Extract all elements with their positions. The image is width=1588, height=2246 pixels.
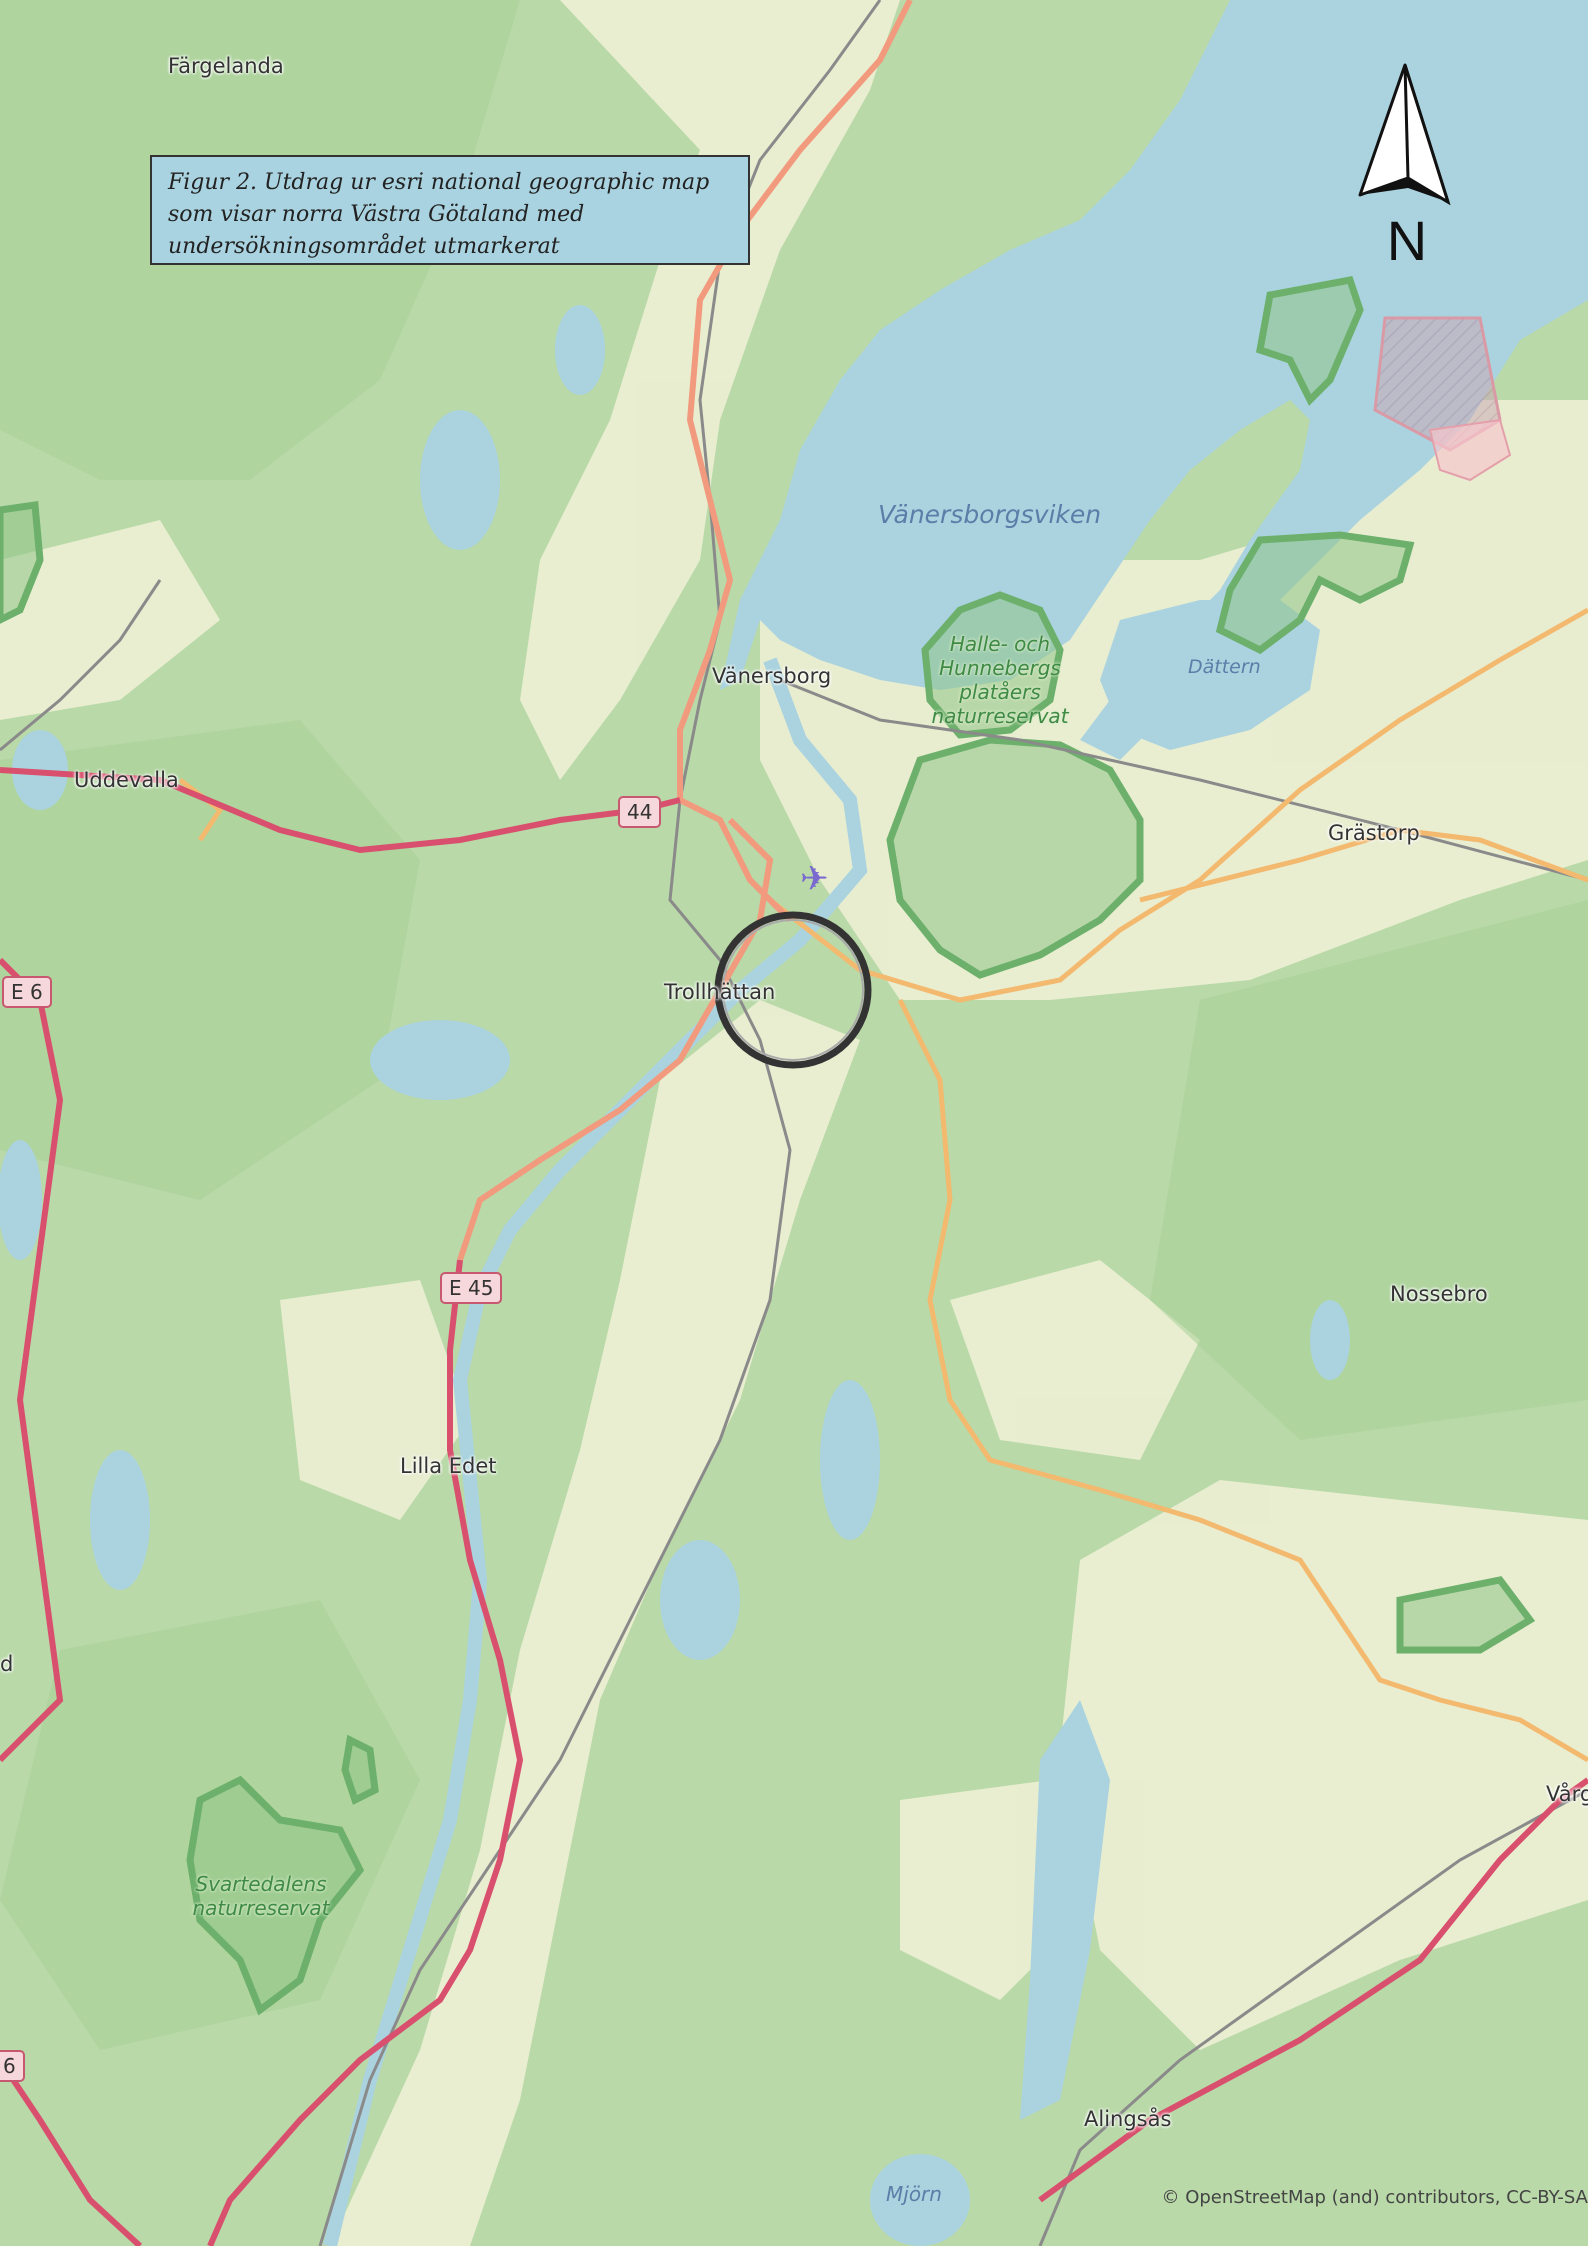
figure-caption: Figur 2. Utdrag ur esri national geograp… xyxy=(150,155,750,265)
road-shield-e45: E 45 xyxy=(440,1272,503,1304)
place-vanersborg: Vänersborg xyxy=(712,664,832,688)
place-trollhattan: Trollhättan xyxy=(664,980,776,1004)
place-nossebro: Nossebro xyxy=(1390,1282,1488,1306)
reserve-halle-hunneberg: Halle- och Hunnebergs platåers naturrese… xyxy=(931,632,1069,728)
nature-reserves xyxy=(0,275,1536,2016)
place-lilla-edet: Lilla Edet xyxy=(400,1454,497,1478)
water-dattern: Dättern xyxy=(1188,656,1261,678)
place-fargelanda: Färgelanda xyxy=(168,54,284,78)
study-area-extension xyxy=(1428,418,1512,482)
study-location-circle xyxy=(714,911,872,1069)
north-arrow: N xyxy=(1358,63,1451,270)
road-shield-44: 44 xyxy=(618,796,662,828)
place-alingsas: Alingsås xyxy=(1084,2107,1172,2131)
road-shield-e6: E 6 xyxy=(2,976,52,1008)
place-grastorp: Grästorp xyxy=(1328,821,1420,845)
water-vanersborgsviken: Vänersborgsviken xyxy=(878,500,1102,529)
river-gota-alv xyxy=(323,657,868,2246)
secondary-roads xyxy=(178,607,1588,1763)
reserve-svartedalens: Svartedalens naturreservat xyxy=(192,1872,330,1920)
north-arrow-label: N xyxy=(1387,209,1427,270)
airport-icon: ✈ xyxy=(800,859,829,899)
study-location-circle-inner xyxy=(722,919,864,1061)
trunk-roads xyxy=(457,0,913,1261)
place-uddevalla: Uddevalla xyxy=(74,768,179,792)
water-mjorn: Mjörn xyxy=(886,2182,942,2206)
place-edge-d: d xyxy=(0,1652,14,1676)
map-attribution[interactable]: © OpenStreetMap (and) contributors, CC-B… xyxy=(1161,2187,1588,2208)
road-shield-edge-6: 6 xyxy=(0,2050,25,2082)
place-vargarda: Vårg xyxy=(1546,1782,1588,1806)
